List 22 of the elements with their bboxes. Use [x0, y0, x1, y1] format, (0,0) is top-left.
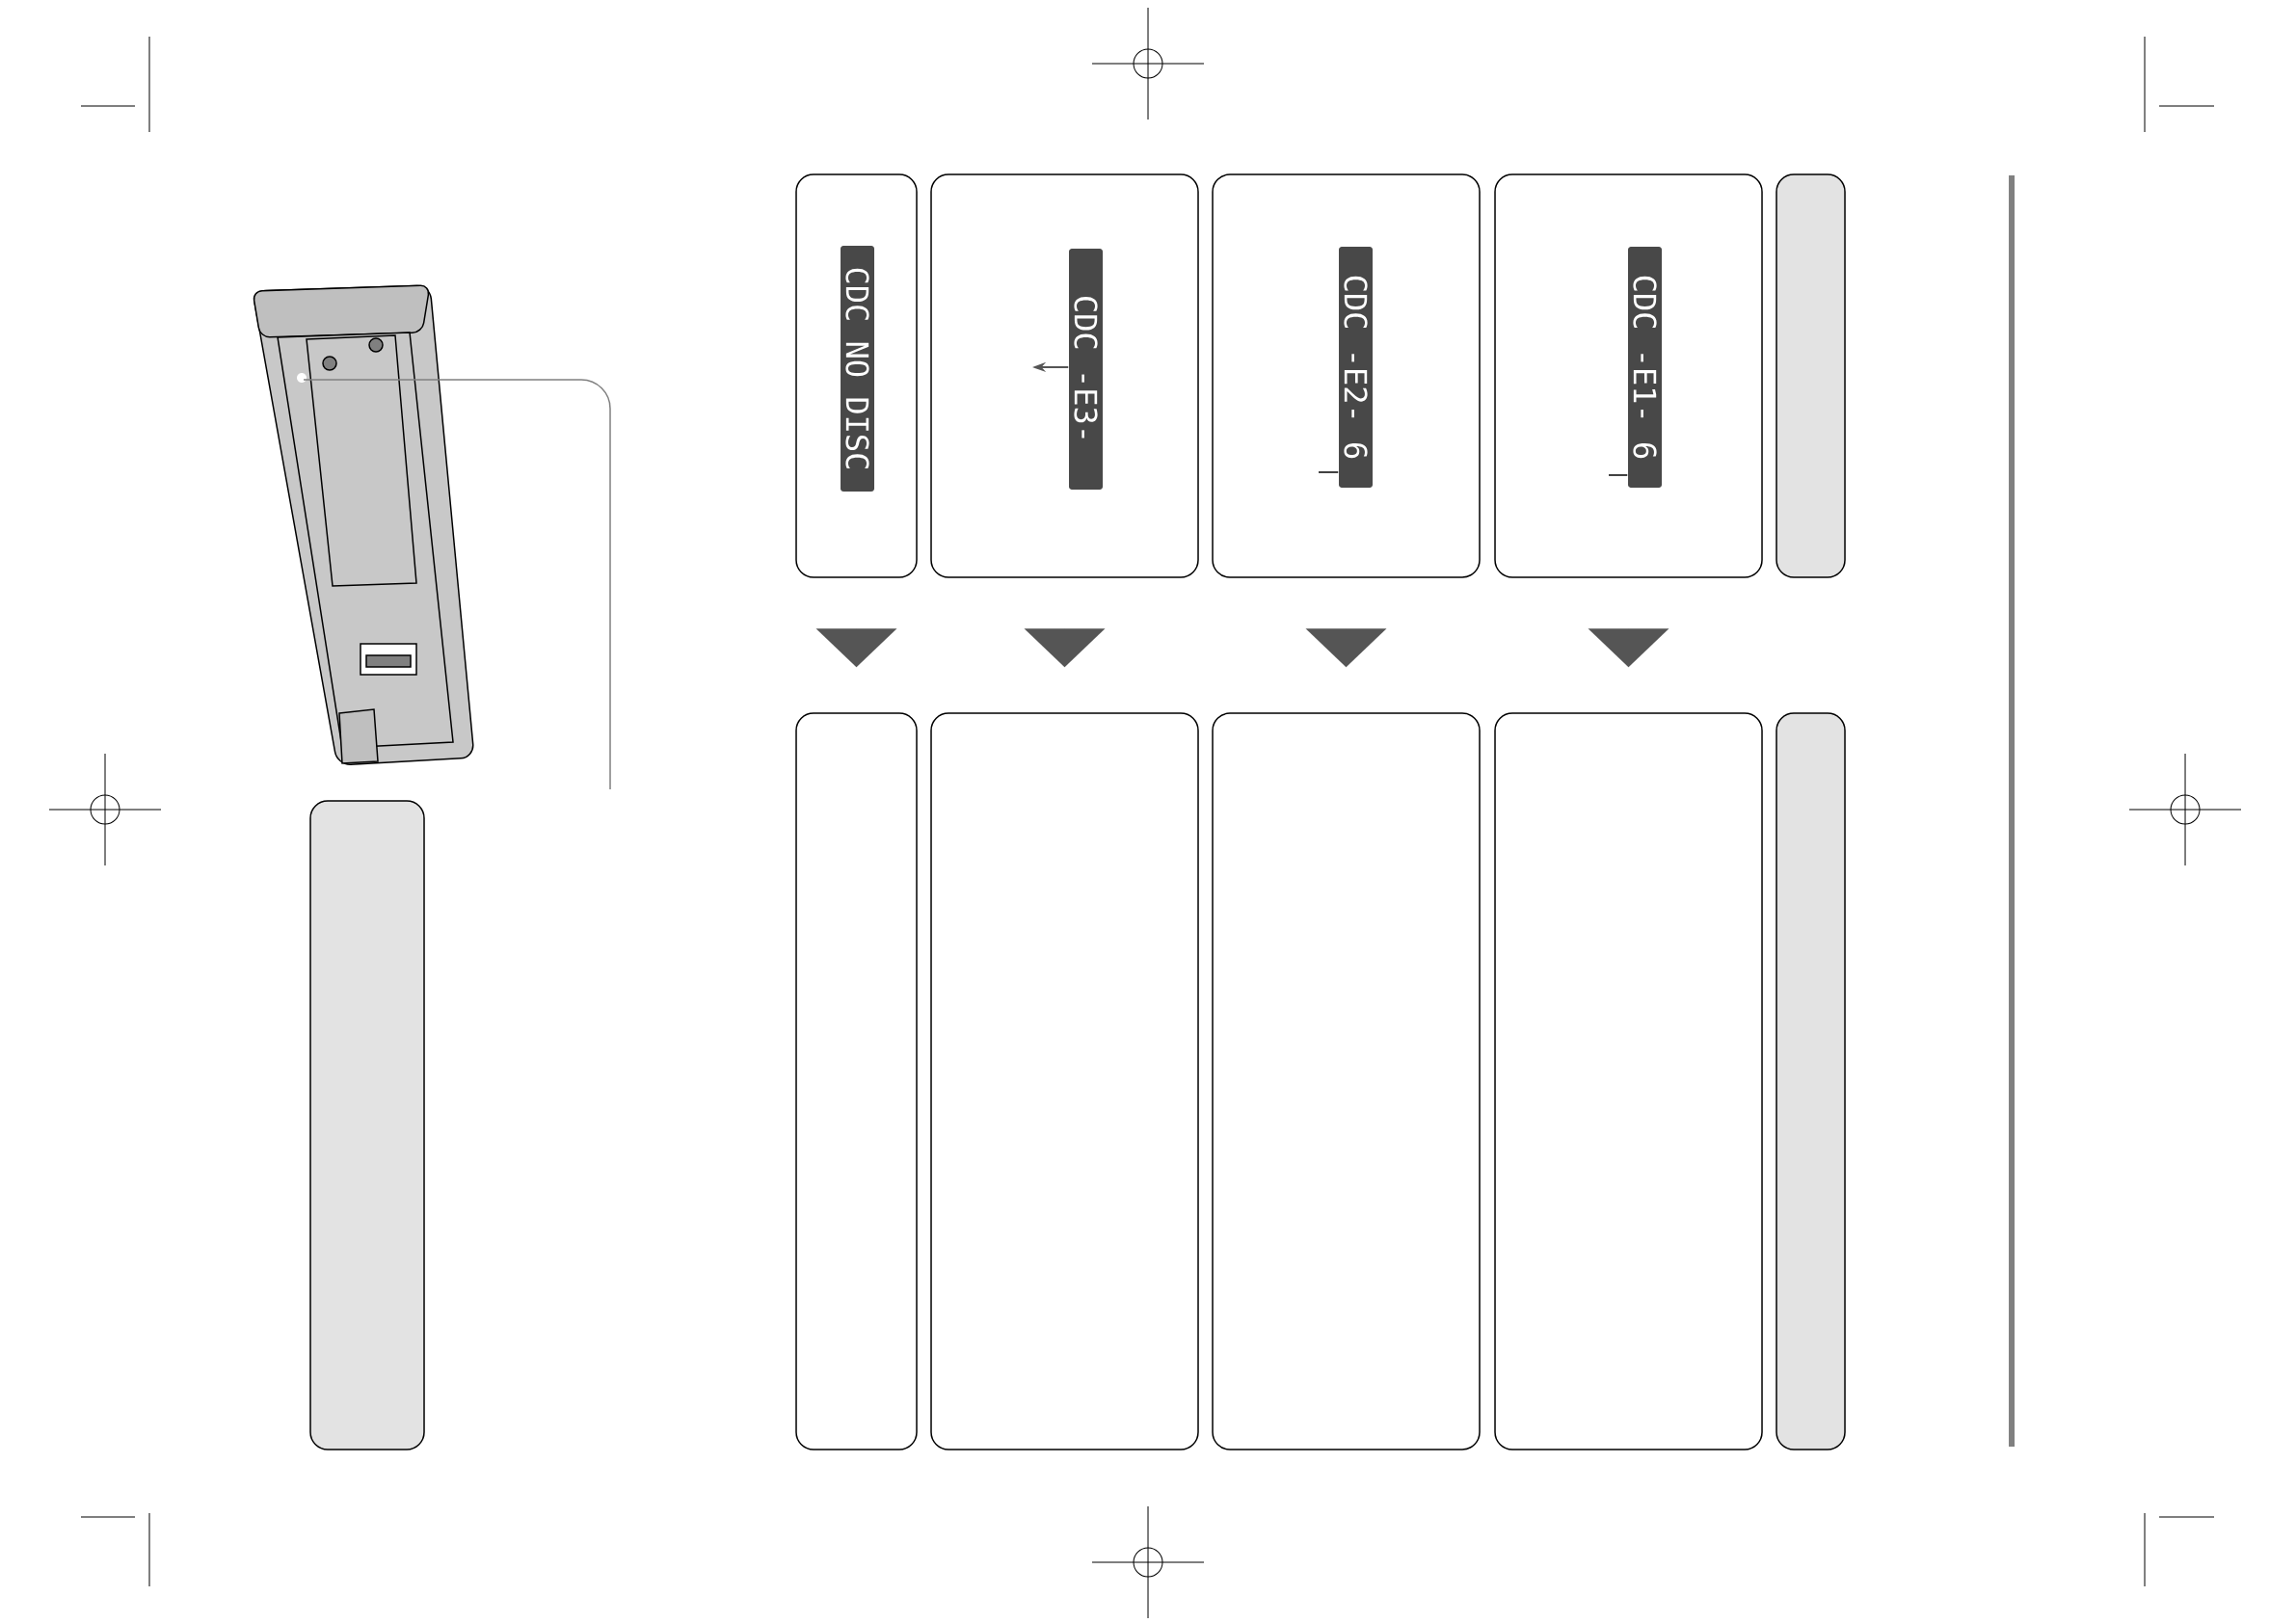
flow-arrow	[1588, 628, 1669, 668]
flow-arrow	[1024, 628, 1106, 668]
leader-line	[303, 379, 611, 790]
device-drawing	[253, 284, 474, 765]
panel-box	[930, 712, 1199, 1450]
leader-line	[1608, 474, 1628, 476]
panel-box	[1494, 173, 1763, 578]
panel-box	[930, 173, 1199, 578]
panel-box	[1775, 173, 1846, 578]
panel-box	[795, 712, 918, 1450]
panel-box	[1212, 173, 1481, 578]
lcd-display: CDC -E2- 6	[1339, 247, 1373, 488]
lcd-display: CDC -E1- 6	[1628, 247, 1662, 488]
panel-box	[1775, 712, 1846, 1450]
lcd-display: CDC -E3-	[1069, 249, 1103, 490]
panel-box	[1212, 712, 1481, 1450]
leader-line	[1318, 471, 1339, 473]
panel-box	[1494, 712, 1763, 1450]
flow-arrow	[815, 628, 897, 668]
lcd-display: CDC NO DISC	[841, 246, 874, 492]
flow-arrow	[1305, 628, 1387, 668]
panel-box	[309, 800, 425, 1450]
